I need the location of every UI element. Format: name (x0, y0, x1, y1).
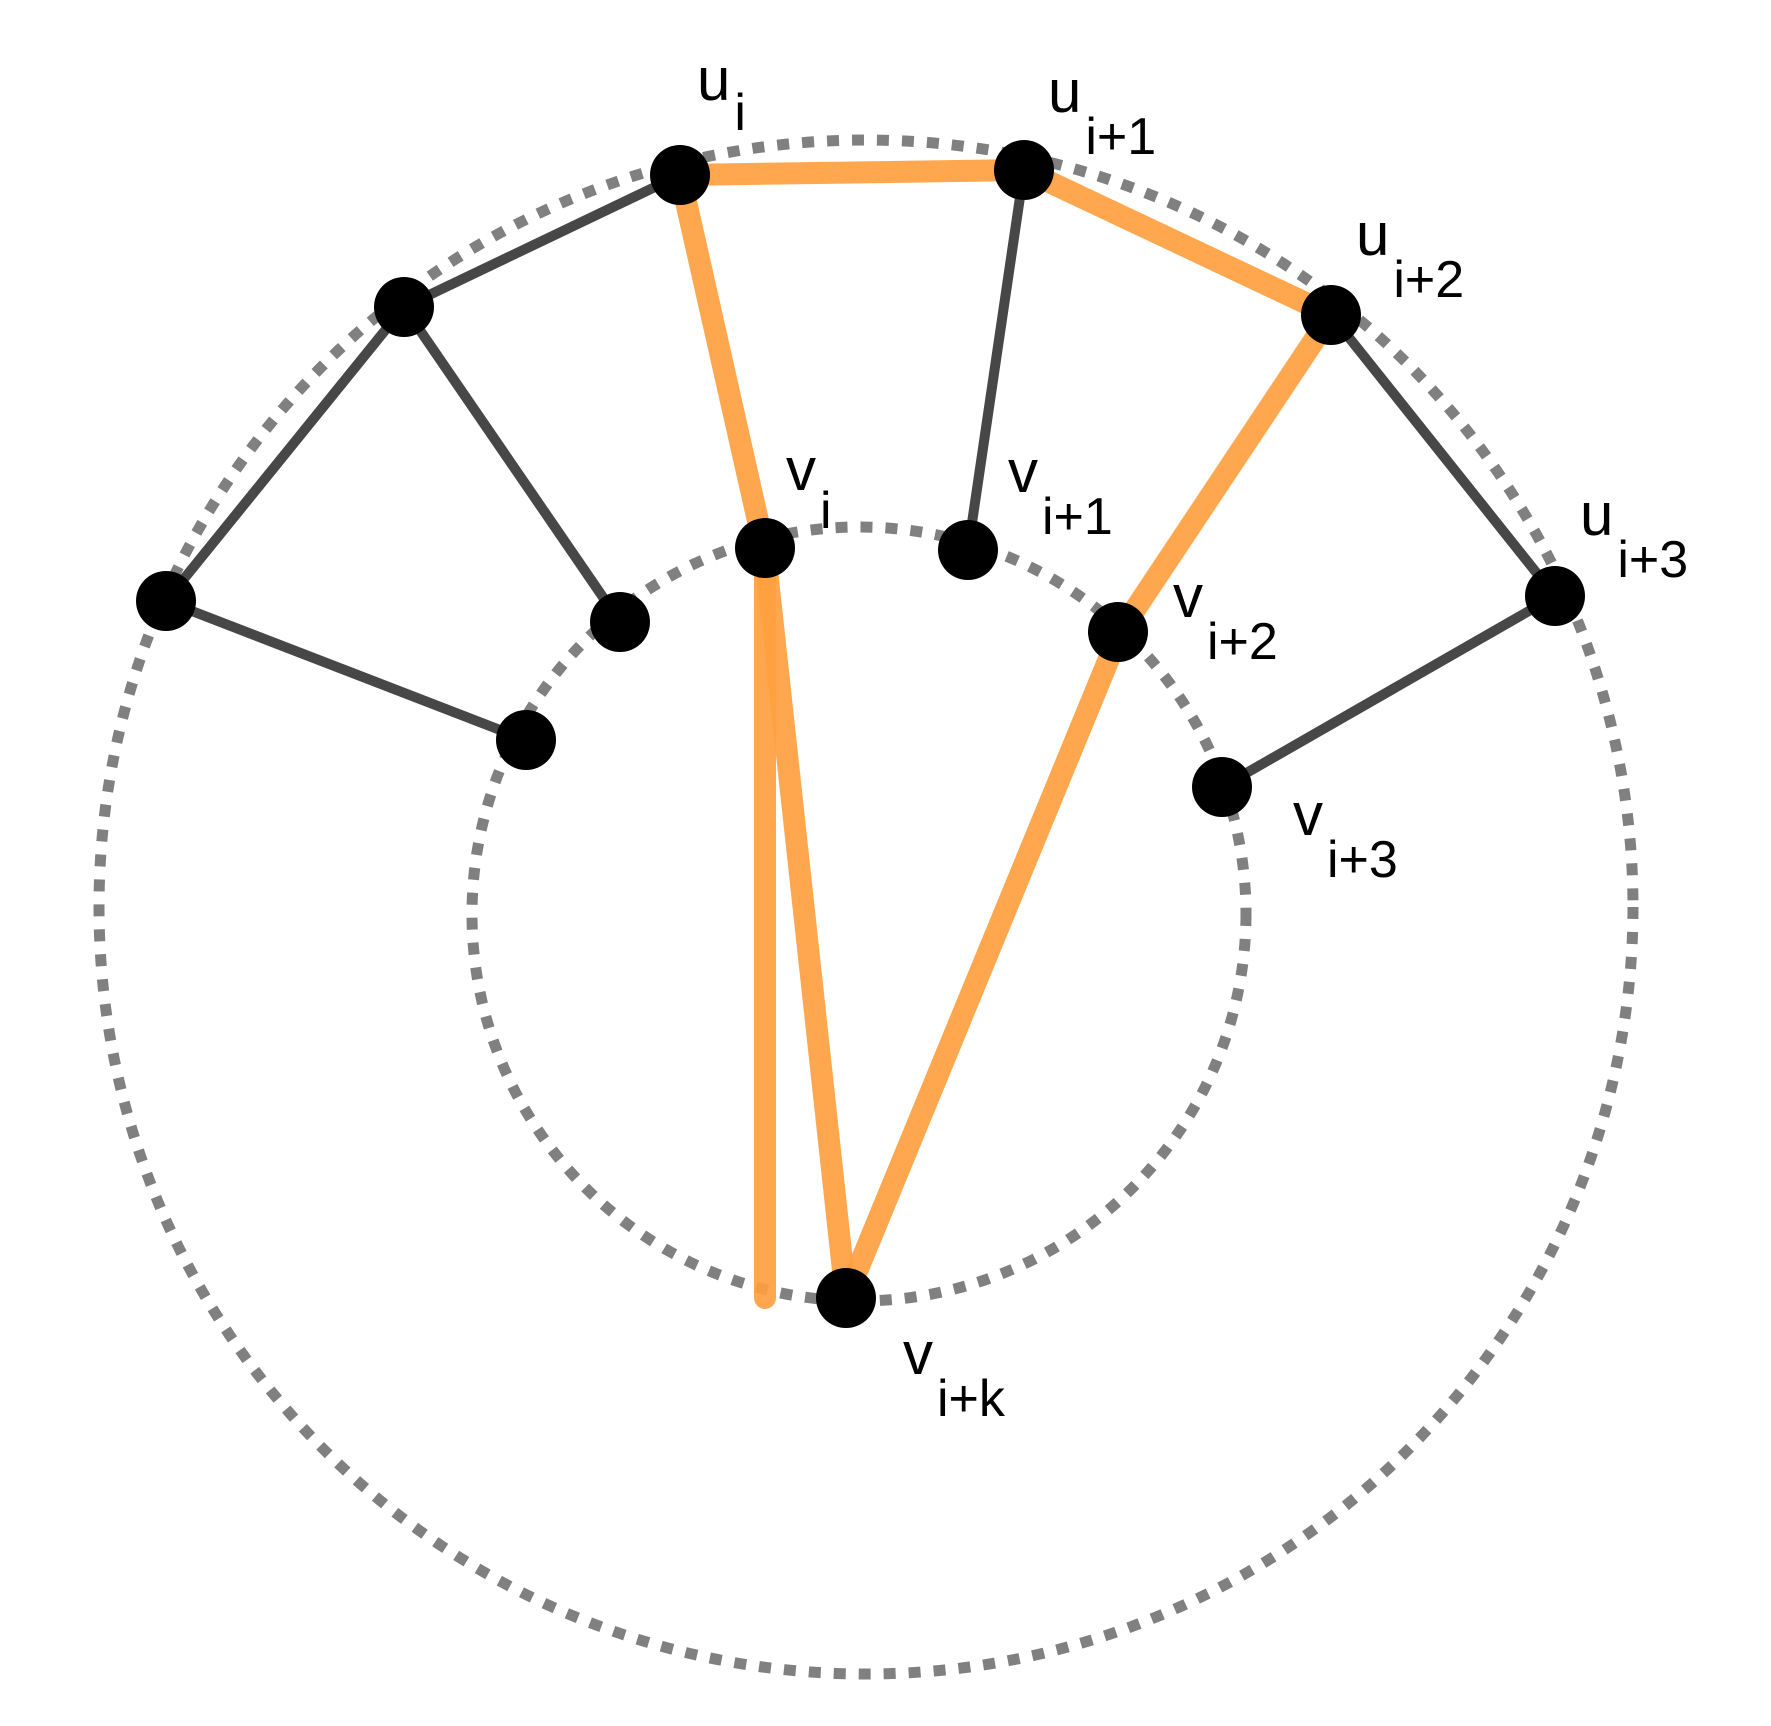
node-outer-1 (374, 277, 434, 337)
label-u-i: ui (697, 46, 746, 142)
edge (1326, 310, 1560, 601)
label-v-i-plus-1: vi+1 (1008, 438, 1113, 546)
node-u-i (650, 145, 710, 205)
node-inner-2 (496, 710, 556, 770)
edge (161, 596, 531, 745)
label-u-i-plus-2: ui+2 (1356, 201, 1464, 309)
highlight-edge-vik-vi (754, 541, 857, 1309)
outer-dotted-circle (93, 134, 1639, 1680)
node-v-i-plus-3 (1192, 757, 1252, 817)
edge (399, 170, 685, 312)
label-u-i-plus-1: ui+1 (1048, 58, 1156, 166)
label-v-i-plus-k: vi+k (903, 1320, 1006, 1428)
highlighted-path-fix (754, 541, 857, 1309)
node-v-i-plus-k (816, 1268, 876, 1328)
label-u-i-plus-3: ui+3 (1580, 481, 1688, 589)
node-u-i-plus-1 (994, 140, 1054, 200)
node-v-i (735, 518, 795, 578)
edge (399, 302, 625, 627)
node-inner-1 (590, 592, 650, 652)
gray-edges (161, 165, 1560, 792)
label-v-i: vi (786, 436, 832, 540)
label-v-i-plus-3: vi+3 (1293, 781, 1398, 889)
nodes (136, 140, 1585, 1328)
edge (161, 302, 409, 606)
node-v-i-plus-2 (1088, 602, 1148, 662)
edge (1217, 591, 1560, 792)
node-v-i-plus-1 (938, 520, 998, 580)
edge (963, 165, 1029, 555)
node-u-i-plus-3 (1525, 566, 1585, 626)
label-v-i-plus-2: vi+2 (1173, 563, 1278, 671)
node-u-i-plus-2 (1301, 285, 1361, 345)
node-outer-2 (136, 571, 196, 631)
